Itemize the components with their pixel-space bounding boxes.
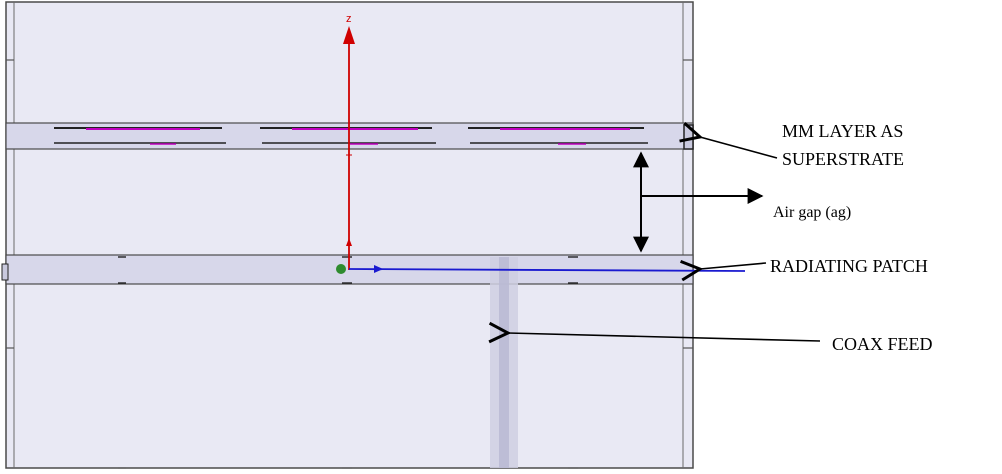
mm-unit-cell-2 bbox=[260, 127, 436, 145]
radiating-patch-callout-arrow bbox=[700, 263, 767, 269]
z-axis-arrowhead bbox=[343, 26, 355, 44]
x-axis-line bbox=[348, 268, 746, 272]
x-axis-arrowhead bbox=[374, 265, 383, 273]
edge-notches bbox=[6, 59, 693, 469]
simulation-model: z bbox=[1, 1, 746, 469]
radiating-patch-label: RADIATING PATCH bbox=[770, 256, 928, 276]
air-gap-label: Air gap (ag) bbox=[773, 204, 851, 221]
superstrate-label-line2: SUPERSTRATE bbox=[782, 149, 904, 169]
coax-feed-label: COAX FEED bbox=[832, 334, 933, 354]
coordinate-axes: z bbox=[336, 13, 746, 274]
superstrate-label-line1: MM LAYER AS bbox=[782, 121, 903, 141]
mm-unit-cell-3 bbox=[468, 127, 648, 145]
coax-feed-callout-arrow bbox=[508, 333, 821, 341]
port-marker bbox=[336, 264, 346, 274]
coax-feed-probe bbox=[490, 257, 518, 468]
z-axis-small-arrowhead bbox=[346, 238, 352, 246]
z-axis-label: z bbox=[346, 13, 352, 25]
mm-unit-cell-1 bbox=[54, 127, 226, 145]
superstrate-callout-arrow bbox=[700, 137, 778, 159]
